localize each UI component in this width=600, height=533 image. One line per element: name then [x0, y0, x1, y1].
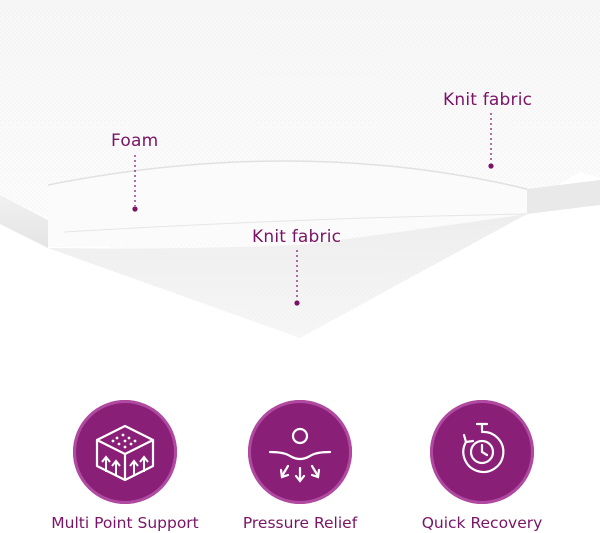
cut-edge-curve	[47, 160, 528, 190]
feature-multi-point-support: Multi Point Support	[40, 400, 210, 532]
callout-knit-fabric-top: Knit fabric	[443, 90, 533, 110]
callout-foam: Foam	[111, 131, 159, 151]
foam-cube-support-icon	[73, 400, 177, 504]
feature-label-quick-recovery: Quick Recovery	[421, 514, 543, 532]
mattress-side-edge	[0, 195, 48, 248]
feature-pressure-relief: Pressure Relief	[215, 400, 385, 532]
feature-label-pressure-relief: Pressure Relief	[242, 514, 358, 532]
pointer-knit-top	[488, 113, 494, 169]
feature-label-multi-point-support: Multi Point Support	[51, 514, 199, 532]
pointer-knit-mid	[294, 250, 300, 306]
pointer-foam	[132, 155, 138, 212]
stopwatch-recovery-icon	[430, 400, 534, 504]
callout-knit-fabric-inner: Knit fabric	[252, 227, 342, 247]
pressure-relief-icon	[248, 400, 352, 504]
feature-quick-recovery: Quick Recovery	[397, 400, 567, 532]
